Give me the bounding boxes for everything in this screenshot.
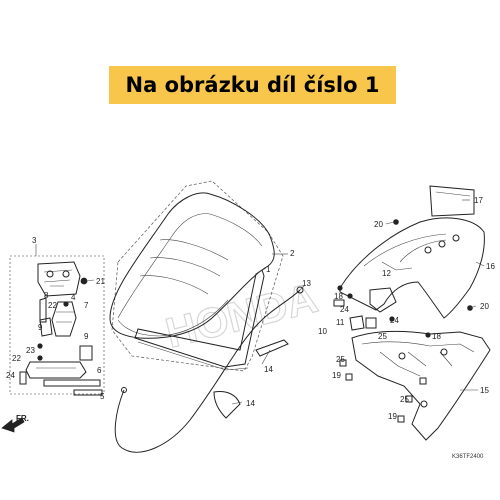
callout-9b: 9 <box>84 332 89 341</box>
callout-21: 21 <box>96 277 105 286</box>
callout-11: 11 <box>336 318 345 327</box>
title-banner: Na obrázku díl číslo 1 <box>109 66 396 104</box>
callout-24b: 24 <box>340 305 349 314</box>
callout-3: 3 <box>32 236 37 245</box>
callout-25c: 25 <box>400 395 409 404</box>
leader-lines <box>35 199 485 405</box>
callout-18b: 18 <box>432 332 441 341</box>
callout-2: 2 <box>290 249 295 258</box>
callout-24c: 24 <box>390 316 399 325</box>
callout-25b: 25 <box>336 355 345 364</box>
callout-9a: 9 <box>38 323 43 332</box>
callout-20b: 20 <box>480 302 489 311</box>
callout-23: 23 <box>26 346 35 355</box>
banner-text: Na obrázku díl číslo 1 <box>125 73 380 97</box>
callout-19b: 19 <box>388 412 397 421</box>
front-direction-arrow: FR. <box>1 414 29 433</box>
callout-1: 1 <box>266 265 271 274</box>
callout-15: 15 <box>480 386 489 395</box>
callout-7: 7 <box>84 301 89 310</box>
lock-mechanism-group <box>9 255 105 396</box>
callout-20a: 20 <box>374 220 383 229</box>
callout-5: 5 <box>100 392 105 401</box>
diagram-code: K36TF2400 <box>452 454 484 460</box>
direction-label: FR. <box>16 414 29 423</box>
callout-14a: 14 <box>264 365 273 374</box>
callout-17: 17 <box>474 196 483 205</box>
callout-18a: 18 <box>334 292 343 301</box>
callout-12: 12 <box>382 269 391 278</box>
callout-6: 6 <box>97 366 102 375</box>
callout-8: 8 <box>44 291 49 300</box>
callout-25a: 25 <box>378 332 387 341</box>
callout-24a: 24 <box>6 371 15 380</box>
callout-16: 16 <box>486 262 495 271</box>
callout-14b: 14 <box>246 399 255 408</box>
callout-10: 10 <box>318 327 327 336</box>
callout-13: 13 <box>302 279 311 288</box>
callout-22b: 22 <box>12 354 21 363</box>
seat-assembly <box>109 180 284 372</box>
rear-cowl <box>339 185 485 319</box>
latch-pieces <box>333 287 431 338</box>
callout-19a: 19 <box>332 371 341 380</box>
bolts <box>337 219 473 423</box>
cable-and-pads <box>114 286 304 453</box>
callout-4: 4 <box>71 293 76 302</box>
callout-labels: 1 2 3 4 5 6 7 8 9 9 10 11 12 13 14 14 15… <box>6 196 495 421</box>
callout-22a: 22 <box>48 301 57 310</box>
grab-rail <box>351 330 491 441</box>
